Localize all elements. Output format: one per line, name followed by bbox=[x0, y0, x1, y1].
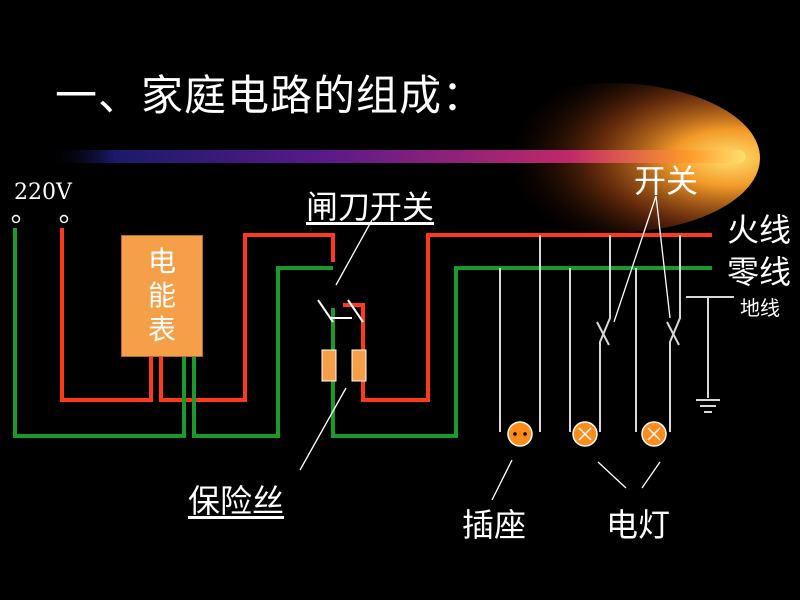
socket-label: 插座 bbox=[462, 506, 527, 544]
knife-switch-label: 闸刀开关 bbox=[306, 188, 435, 226]
fuse bbox=[351, 349, 367, 382]
lamp-pointer bbox=[597, 461, 627, 489]
switch-pointer bbox=[655, 195, 671, 319]
lamp-cross bbox=[578, 427, 592, 441]
socket-pointer bbox=[491, 459, 513, 501]
socket-hole bbox=[523, 432, 527, 436]
lamp-pointer bbox=[641, 461, 661, 489]
lamp-label: 电灯 bbox=[606, 506, 671, 544]
lamp-branch bbox=[669, 235, 681, 432]
knife-switch-blade bbox=[347, 299, 364, 323]
fuse bbox=[321, 349, 337, 382]
live-wire bbox=[159, 233, 335, 402]
ground-wire-label: 地线 bbox=[740, 296, 780, 320]
page-title: 一、家庭电路的组成： bbox=[55, 71, 486, 120]
neutral-wire-label: 零线 bbox=[727, 253, 792, 291]
neutral-wire bbox=[192, 266, 333, 438]
switch-pointer bbox=[613, 195, 657, 323]
title-bar-decoration bbox=[45, 150, 745, 163]
lamp-switch bbox=[596, 321, 610, 346]
lamp-branch bbox=[599, 235, 611, 432]
meter-char: 表 bbox=[147, 313, 176, 346]
live-wire bbox=[343, 233, 712, 402]
live-wire bbox=[60, 228, 153, 402]
live-wire-label: 火线 bbox=[727, 211, 792, 249]
knife-switch-blade bbox=[317, 299, 334, 323]
terminal-live bbox=[59, 214, 69, 224]
neutral-wire bbox=[331, 266, 712, 438]
switch-label: 开关 bbox=[634, 162, 699, 200]
socket-hole bbox=[513, 432, 517, 436]
neutral-wire bbox=[13, 228, 186, 438]
meter-char: 能 bbox=[147, 279, 176, 312]
voltage-label: 220V bbox=[14, 180, 72, 205]
terminal-neutral bbox=[11, 214, 21, 224]
energy-meter: 电 能 表 bbox=[121, 235, 203, 357]
lamp-cross bbox=[647, 427, 661, 441]
meter-char: 电 bbox=[147, 245, 176, 278]
fuse-pointer bbox=[299, 387, 347, 471]
fuse-label: 保险丝 bbox=[188, 482, 285, 520]
knife-switch-pointer bbox=[335, 219, 373, 286]
lamp-switch bbox=[666, 321, 680, 346]
socket-icon bbox=[507, 421, 533, 447]
